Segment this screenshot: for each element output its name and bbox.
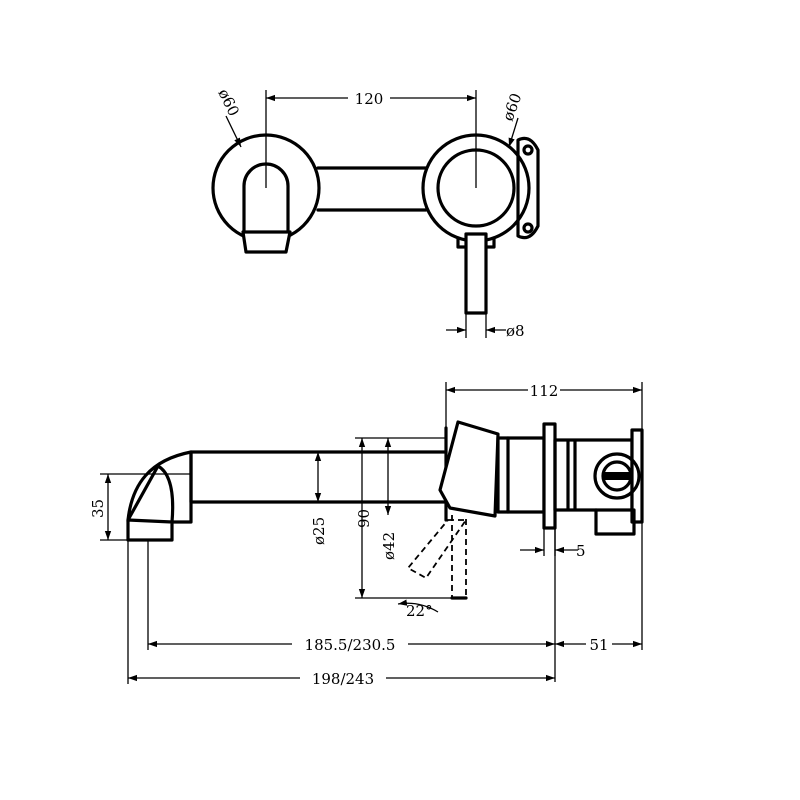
spout-top	[242, 162, 290, 236]
dim-label-mask	[586, 634, 612, 654]
connecting-tube	[316, 166, 428, 212]
dim-left-rose-label: ø60	[214, 86, 243, 119]
dim-plate-label: 5	[576, 542, 586, 560]
dim-rose-diameter-label: ø42	[380, 532, 398, 560]
dim-spacing-label: 120	[355, 90, 384, 108]
dim-lever-angle-label: 22°	[406, 602, 433, 620]
dim-depth-label: 51	[589, 636, 608, 654]
spout-elbow	[126, 450, 193, 524]
dim-spout-reach-label: 185.5/230.5	[305, 636, 396, 654]
lever-stem	[464, 232, 488, 315]
dim-right-rose-label: ø60	[499, 91, 526, 124]
dim-rose-height-label: 90	[355, 509, 373, 528]
lug-hole-bottom	[522, 222, 534, 234]
dim-label-mask	[292, 634, 408, 654]
mounting-plate	[542, 422, 557, 530]
leader-line	[508, 117, 519, 148]
mounting-lug	[516, 136, 540, 240]
dim-label-mask	[528, 380, 560, 400]
inlet-fitting-outer	[593, 452, 641, 500]
lever-handle	[438, 420, 500, 518]
dim-spout-diameter-label: ø25	[310, 517, 328, 545]
angle-arc	[397, 599, 439, 613]
inlet-pipe	[594, 508, 636, 536]
spout-outlet	[126, 518, 174, 542]
leader-line	[225, 115, 242, 148]
dim-spout-height-label: 35	[89, 499, 107, 518]
valve-body	[496, 436, 546, 514]
side-view: 112 35 ø25 90 ø42 5 22° 185.5/230.5	[89, 380, 644, 688]
dim-lever-label: ø8	[506, 322, 525, 340]
top-view: 120 ø60 ø60 ø8	[211, 86, 540, 340]
dim-label-mask	[348, 88, 390, 108]
dim-overall-label: 198/243	[312, 670, 374, 688]
rose-hidden	[451, 515, 467, 599]
lever-rotated-outline	[406, 519, 468, 580]
lug-hole-top	[522, 144, 534, 156]
spout-outlet	[241, 230, 292, 254]
dim-body-length-label: 112	[530, 382, 559, 400]
dim-label-mask	[300, 668, 386, 688]
inlet-slot	[602, 472, 632, 480]
